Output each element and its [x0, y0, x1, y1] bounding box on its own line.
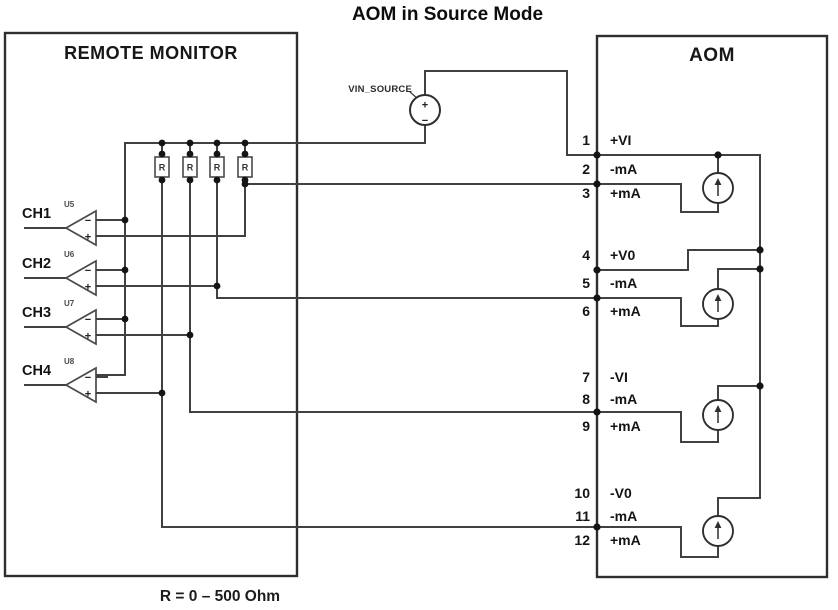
current-source-icon [702, 172, 734, 204]
wire-pin2-to-cs1-bottom [596, 183, 719, 213]
opamp-triangle-icon [64, 366, 97, 404]
opamp-ref-u8: U8 [64, 357, 75, 366]
pin-label: +V0 [610, 247, 636, 263]
wire-r2-to-pin8 [189, 142, 598, 413]
remote-monitor-title: REMOTE MONITOR [64, 43, 238, 63]
wire-pin5-to-cs2-bottom [596, 297, 719, 327]
wire-vin-top-to-bus [424, 70, 761, 499]
aom-box [595, 34, 829, 579]
current-source-icon [702, 288, 734, 320]
resistor-range-note: R = 0 – 500 Ohm [159, 588, 281, 605]
pin-number: 12 [574, 532, 590, 548]
pin-number: 8 [582, 391, 590, 407]
opamp-ref-u7: U7 [64, 299, 75, 308]
source-plus-mark: + [422, 100, 428, 112]
channel-label-ch3: CH3 [22, 305, 52, 321]
junction-dots [121, 139, 764, 531]
current-sources [702, 172, 734, 547]
pin-label: +mA [610, 185, 641, 201]
pin-label: +mA [610, 418, 641, 434]
diagram-title: AOM in Source Mode [351, 4, 544, 25]
opamp-minus-mark: − [85, 215, 91, 227]
wire-pin11-to-cs4-bottom [596, 526, 719, 558]
pin-label: -mA [610, 508, 638, 524]
opamp-minus-mark: − [85, 372, 91, 384]
pin-label: -VI [610, 369, 628, 385]
opamp-plus-mark: + [85, 389, 91, 401]
opamp-ref-u5: U5 [64, 200, 75, 209]
opamp-ch1: − + [64, 209, 108, 247]
wire-bus-to-cs4-top [717, 497, 761, 517]
opamp-minus-mark: − [85, 265, 91, 277]
current-source-icon [702, 399, 734, 431]
opamps: − + − + − + − + [64, 209, 108, 404]
wire-r3-to-pin5 [216, 142, 598, 299]
channel-label-ch1: CH1 [22, 206, 52, 222]
vin-source-symbol: + − [409, 91, 441, 127]
opamp-plus-mark: + [85, 331, 91, 343]
opamp-plus-mark: + [85, 232, 91, 244]
pin-label: +mA [610, 303, 641, 319]
resistors: R R R R [154, 156, 253, 178]
remote-monitor-box [3, 31, 299, 578]
pin-label: +VI [610, 132, 632, 148]
resistor-r-label: R [242, 163, 249, 173]
opamp-minus-mark: − [85, 314, 91, 326]
wire-pin4-jog-to-bus [596, 249, 761, 271]
aom-title: AOM [689, 45, 735, 66]
opamp-ch4: − + [64, 366, 108, 404]
resistor-r-label: R [159, 163, 166, 173]
opamp-ch3: − + [64, 308, 108, 346]
pin-number: 3 [582, 185, 590, 201]
channel-label-ch2: CH2 [22, 256, 52, 272]
resistor-r-label: R [214, 163, 221, 173]
pin-number: 1 [582, 132, 590, 148]
wire-pin8-to-cs3-bottom [596, 411, 719, 443]
wire-r1-to-pin11 [161, 142, 598, 528]
pin-label: +mA [610, 532, 641, 548]
wire-vin-bottom-bus-minus-column [95, 124, 426, 376]
resistor-r-label: R [187, 163, 194, 173]
current-source-icon [702, 515, 734, 547]
opamp-ch2: − + [64, 259, 108, 297]
source-minus-mark: − [422, 115, 428, 127]
opamp-plus-mark: + [85, 282, 91, 294]
voltage-source-icon [409, 94, 441, 126]
pin-number: 7 [582, 369, 590, 385]
opamp-triangle-icon [64, 209, 97, 247]
pin-number: 5 [582, 275, 590, 291]
pin-label: -mA [610, 275, 638, 291]
pin-number: 11 [575, 508, 590, 524]
vin-source-label: VIN_SOURCE [348, 84, 412, 95]
opamp-triangle-icon [64, 259, 97, 297]
pin-number: 4 [582, 247, 590, 263]
opamp-triangle-icon [64, 308, 97, 346]
pin-number: 9 [582, 418, 590, 434]
opamp-ref-u6: U6 [64, 250, 75, 259]
pin-label: -V0 [610, 485, 632, 501]
pin-number: 2 [582, 161, 590, 177]
pin-label: -mA [610, 161, 638, 177]
channel-label-ch4: CH4 [22, 363, 52, 379]
pin-label: -mA [610, 391, 638, 407]
wire-bus-to-cs3-top [717, 385, 761, 401]
pin-number: 6 [582, 303, 590, 319]
wire-bus-to-cs2-top [717, 268, 761, 290]
pin-number: 10 [574, 485, 590, 501]
